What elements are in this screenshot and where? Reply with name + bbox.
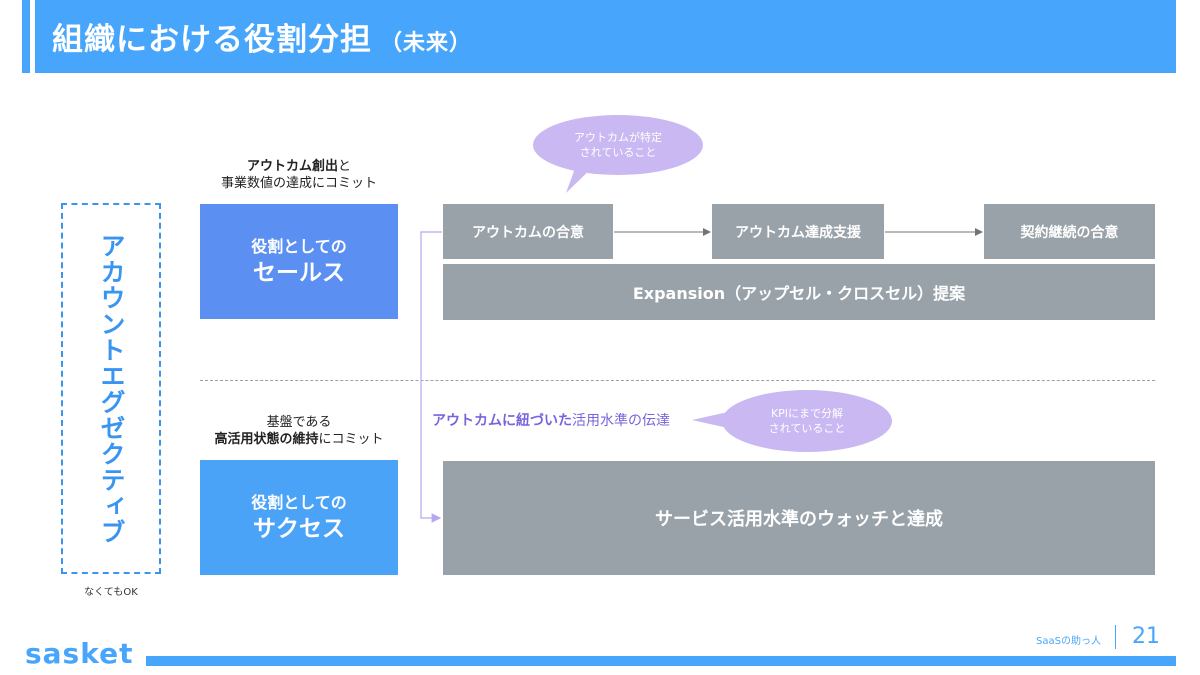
bubble-top-line2: されていること xyxy=(579,146,657,159)
usage-watch-box: サービス活用水準のウォッチと達成 xyxy=(443,461,1155,575)
page-number: 21 xyxy=(1132,624,1160,649)
account-executive-note: なくてもOK xyxy=(84,587,138,598)
bubble-outcome-defined: アウトカムが特定されていること xyxy=(533,115,703,175)
account-executive-box xyxy=(61,203,161,574)
sales-role-box: 役割としての セールス xyxy=(200,204,398,319)
bubble-bottom-tail xyxy=(692,412,728,428)
sales-caption-rest: と xyxy=(338,159,352,174)
title-subtitle: （未来） xyxy=(380,31,473,56)
sales-caption: アウトカム創出と 事業数値の達成にコミット xyxy=(200,158,398,192)
section-divider xyxy=(200,380,1155,381)
sasket-logo: sasket xyxy=(25,637,134,670)
header-accent-bar xyxy=(22,0,30,73)
handoff-label: アウトカムに紐づいた活用水準の伝達 xyxy=(432,410,670,430)
success-role-box: 役割としての サクセス xyxy=(200,460,398,575)
account-executive-label: アカウントエグゼクティブ xyxy=(97,232,126,545)
sales-role-line2: セールス xyxy=(253,259,345,286)
success-caption: 基盤である 高活用状態の維持にコミット xyxy=(200,414,398,448)
bubble-bottom-line2: されていること xyxy=(768,422,846,435)
footer-bar xyxy=(146,656,1176,666)
step-outcome-support: アウトカム達成支援 xyxy=(712,204,884,259)
footer-separator xyxy=(1115,625,1116,649)
step-renewal-agreement: 契約継続の合意 xyxy=(984,204,1155,259)
success-role-line2: サクセス xyxy=(253,515,345,542)
sales-caption-line2: 事業数値の達成にコミット xyxy=(220,176,377,191)
success-caption-line1: 基盤である xyxy=(266,415,332,430)
success-role-line1: 役割としての xyxy=(251,492,347,512)
header-bar xyxy=(35,0,1176,73)
sales-caption-bold: アウトカム創出 xyxy=(246,159,338,174)
page-title: 組織における役割分担 （未来） xyxy=(52,14,472,59)
bubble-top-line1: アウトカムが特定 xyxy=(574,131,662,144)
handoff-label-rest: 活用水準の伝達 xyxy=(572,413,670,429)
expansion-proposal-box: Expansion（アップセル・クロスセル）提案 xyxy=(443,264,1155,320)
success-caption-bold: 高活用状態の維持 xyxy=(214,432,319,447)
handoff-arrow xyxy=(420,231,442,523)
handoff-label-bold: アウトカムに紐づいた xyxy=(432,413,572,429)
title-main: 組織における役割分担 xyxy=(52,22,372,58)
footer-brand: SaaSの助っ人 xyxy=(1036,636,1101,647)
bubble-bottom-line1: KPIにまで分解 xyxy=(770,407,844,420)
success-caption-rest: にコミット xyxy=(318,432,384,447)
sales-role-line1: 役割としての xyxy=(251,236,347,256)
bubble-kpi-breakdown: KPIにまで分解されていること xyxy=(722,390,892,452)
step-outcome-agreement: アウトカムの合意 xyxy=(443,204,613,259)
